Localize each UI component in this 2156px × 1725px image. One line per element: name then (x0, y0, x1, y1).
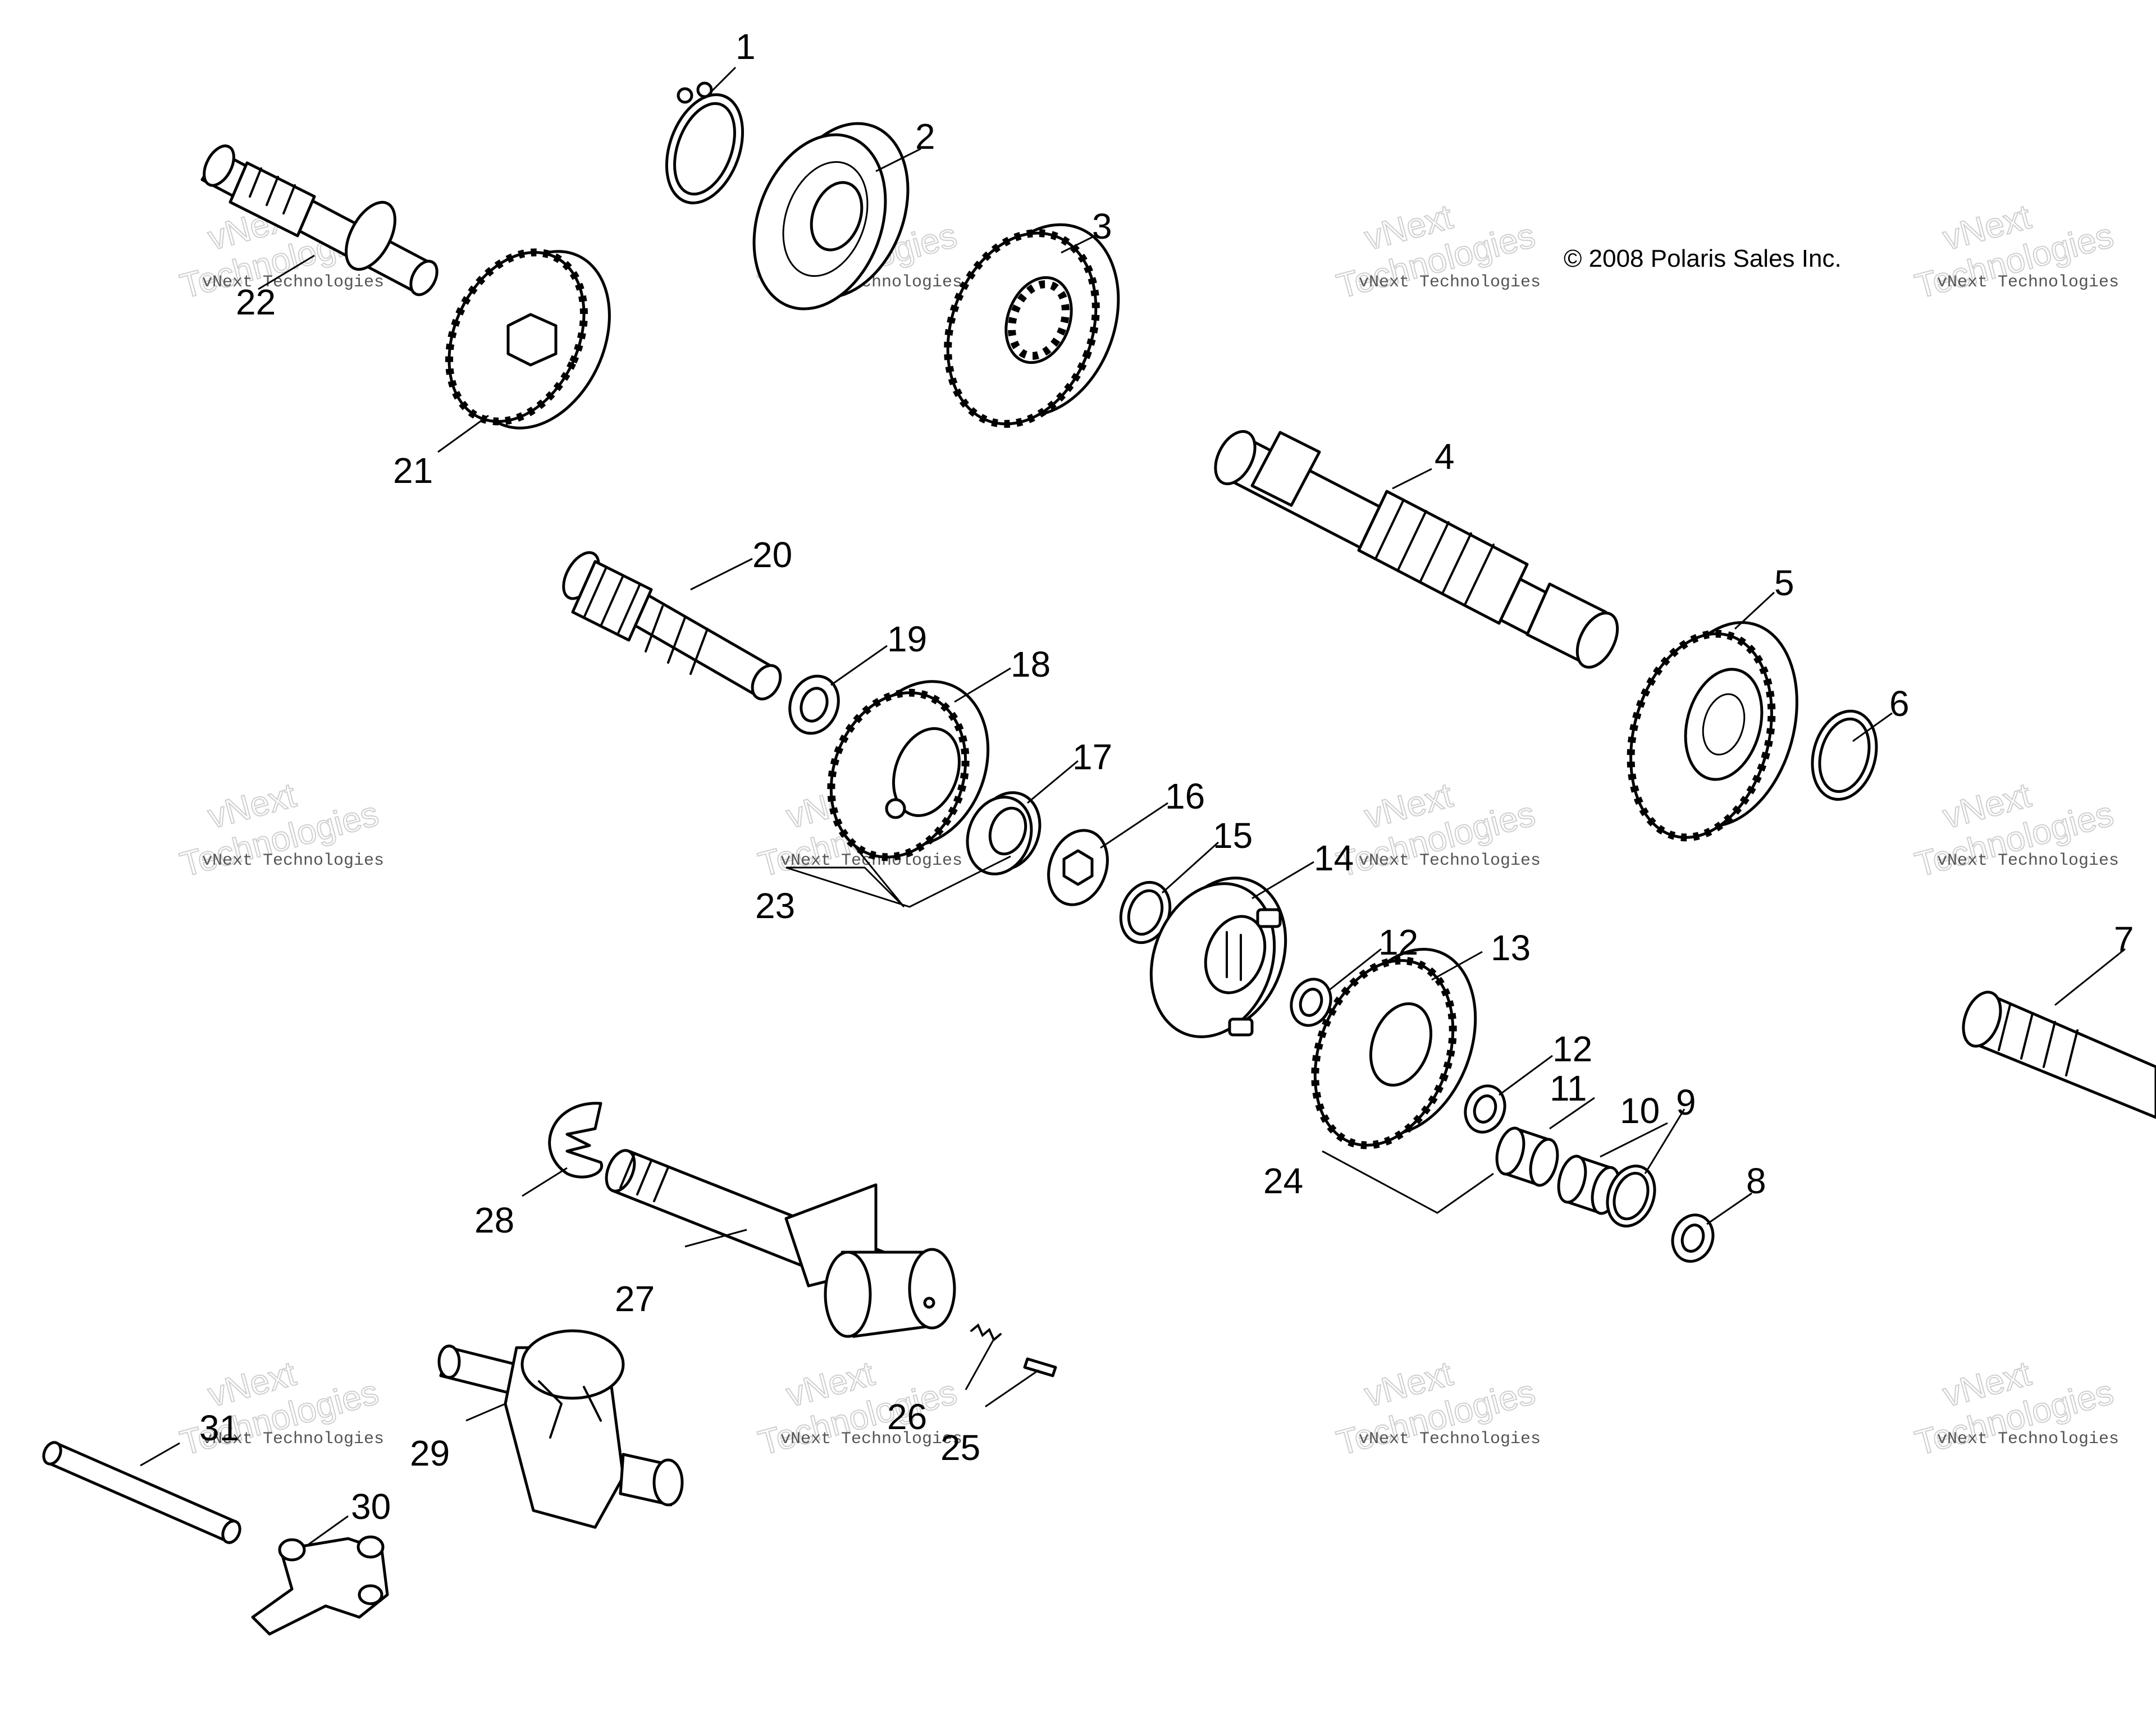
callout-10: 10 (1620, 1090, 1660, 1131)
part-31-rod (42, 1441, 241, 1544)
part-7-shaft (1962, 991, 2156, 1119)
part-25-pin (1023, 1357, 1057, 1377)
callout-22: 22 (236, 282, 276, 322)
callout-11: 11 (1550, 1068, 1587, 1108)
part-16-washer (1047, 829, 1109, 906)
callout-17: 17 (1072, 737, 1112, 777)
part-5-gear (1627, 621, 1798, 842)
svg-text:vNext Technologies: vNext Technologies (1937, 1430, 2119, 1449)
callout-24: 24 (1263, 1161, 1303, 1201)
part-19-washer (788, 674, 840, 735)
callout-18: 18 (1011, 644, 1050, 684)
callout-29: 29 (410, 1433, 450, 1473)
part-17-bearing (966, 791, 1042, 875)
watermark: vNext Technologies vNext Technologies (1911, 197, 2119, 307)
callout-labels: 1 2 3 4 5 6 7 8 9 10 11 12 12 13 14 15 1… (199, 26, 2134, 1527)
callout-4: 4 (1435, 436, 1455, 477)
copyright-notice: © 2008 Polaris Sales Inc. (1564, 245, 1842, 272)
callout-27: 27 (615, 1279, 655, 1319)
callout-19: 19 (887, 619, 927, 659)
callout-12-upper: 12 (1378, 922, 1418, 962)
watermark: vNext Technologies vNext Technologies (1332, 775, 1541, 885)
part-12-washer-lower (1464, 1084, 1506, 1134)
svg-text:vNext Technologies: vNext Technologies (202, 273, 384, 292)
part-22-shaft (200, 144, 438, 296)
part-21-gear (445, 248, 611, 430)
callout-3: 3 (1092, 206, 1112, 247)
svg-text:vNext Technologies: vNext Technologies (780, 1430, 962, 1449)
part-4-main-shaft (1214, 430, 1619, 669)
part-6-snap-ring (1811, 709, 1878, 801)
callout-23: 23 (755, 886, 795, 926)
callout-5: 5 (1774, 563, 1794, 603)
part-20-pinion-shaft (562, 551, 782, 701)
part-13-gear (1311, 947, 1477, 1149)
svg-text:vNext Technologies: vNext Technologies (202, 851, 384, 870)
callout-13: 13 (1491, 928, 1531, 968)
part-3-gear (944, 223, 1120, 428)
callout-1: 1 (736, 26, 756, 67)
part-2-bearing (752, 122, 910, 311)
part-15-ring (1119, 880, 1172, 944)
watermark: vNext Technologies vNext Technologies (754, 1354, 962, 1463)
callout-15: 15 (1213, 815, 1253, 856)
callout-2: 2 (915, 116, 935, 157)
callout-28: 28 (474, 1200, 514, 1240)
callout-6: 6 (1889, 683, 1910, 724)
svg-text:vNext Technologies: vNext Technologies (1359, 273, 1541, 292)
part-12-washer-upper (1290, 978, 1332, 1027)
part-1-snap-ring (665, 81, 744, 204)
part-8-washer (1671, 1213, 1715, 1263)
leader-lines (140, 66, 2126, 1545)
callout-7: 7 (2114, 919, 2134, 960)
part-9-ring (1606, 1165, 1656, 1227)
callout-21: 21 (393, 450, 433, 491)
callout-14: 14 (1314, 838, 1354, 878)
part-18-gear (827, 680, 990, 861)
watermark: vNext Technologies vNext Technologies (1911, 1354, 2119, 1463)
callout-9: 9 (1676, 1082, 1696, 1122)
callout-30: 30 (351, 1486, 391, 1527)
callout-16: 16 (1165, 776, 1205, 816)
callout-31: 31 (199, 1408, 239, 1448)
svg-text:vNext Technologies: vNext Technologies (1937, 273, 2119, 292)
part-28-e-clip (548, 1102, 604, 1179)
watermark: vNext Technologies vNext Technologies (1332, 197, 1541, 307)
svg-text:vNext Technologies: vNext Technologies (1359, 851, 1541, 870)
callout-8: 8 (1746, 1161, 1766, 1201)
callout-20: 20 (752, 535, 792, 575)
part-26-spring (970, 1323, 1002, 1342)
callout-26: 26 (887, 1397, 927, 1437)
part-14-dog-clutch (1149, 877, 1287, 1038)
part-11-bushing (1495, 1126, 1559, 1187)
watermark: vNext Technologies vNext Technologies (1332, 1354, 1541, 1463)
callout-25: 25 (940, 1427, 980, 1468)
part-30-shift-fork (251, 1535, 389, 1636)
part-29-shift-drum (437, 1329, 684, 1529)
svg-text:vNext Technologies: vNext Technologies (202, 1430, 384, 1449)
part-27-shift-shaft (605, 1149, 956, 1338)
watermark: vNext Technologies vNext Technologies (1911, 775, 2119, 885)
svg-text:vNext Technologies: vNext Technologies (1359, 1430, 1541, 1449)
callout-12-lower: 12 (1552, 1029, 1592, 1069)
watermark: vNext Technologies vNext Technologies (176, 775, 384, 885)
svg-text:vNext Technologies: vNext Technologies (1937, 851, 2119, 870)
